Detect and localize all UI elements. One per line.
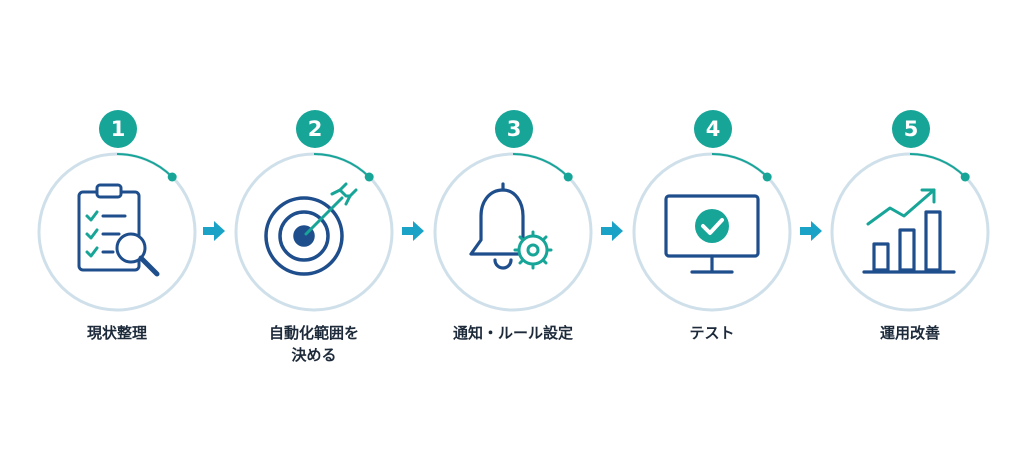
step-number-badge: 5 [892,110,930,148]
step-number-badge: 4 [694,110,732,148]
step-2: 2 自動化範囲を 決める [214,0,414,466]
step-number-badge: 1 [99,110,137,148]
step-1: 1 現状整理 [17,0,217,466]
arrow-right-icon [402,221,424,241]
step-ring [830,152,990,312]
arrow-right-icon [203,221,225,241]
step-5: 5 運用改善 [810,0,1010,466]
step-label: 通知・ルール設定 [452,324,573,342]
step-4: 4 テスト [612,0,812,466]
step-label: 現状整理 [86,324,147,342]
step-number-badge: 2 [296,110,334,148]
step-ring [234,152,394,312]
bell-gear-icon [469,182,535,270]
monitor-check-icon [664,194,760,274]
step-label: テスト [689,324,735,342]
arrow-right-icon [800,221,822,241]
step-label: 運用改善 [879,324,940,342]
step-ring [632,152,792,312]
step-3: 3 通知・ルール設定 [413,0,613,466]
step-ring [37,152,197,312]
clipboard-magnifier-icon [77,183,160,277]
step-ring [433,152,593,312]
step-number-badge: 3 [495,110,533,148]
bar-chart-growth-icon [862,210,956,274]
arrow-right-icon [601,221,623,241]
target-arrow-icon [264,196,344,276]
step-label: 自動化範囲を 決める [268,324,359,364]
